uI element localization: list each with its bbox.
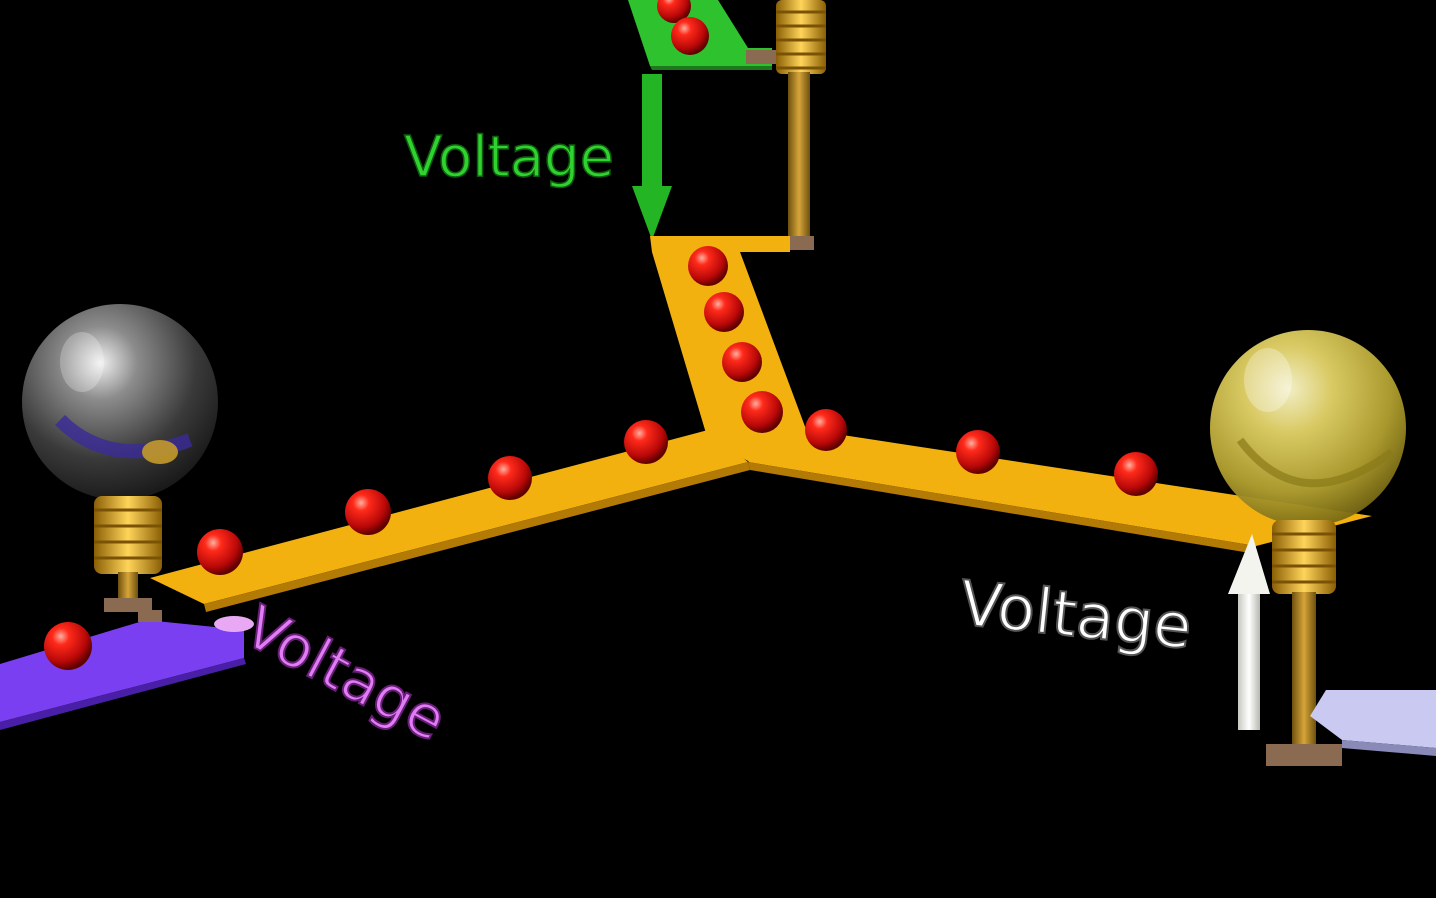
electron — [657, 0, 691, 23]
electron — [688, 246, 728, 286]
white-voltage-arrow — [1228, 534, 1270, 730]
purple-wire — [0, 610, 254, 730]
electrons — [197, 246, 1158, 575]
green-voltage-label: Voltage — [404, 125, 614, 190]
green-voltage-arrow — [632, 74, 672, 240]
top-green-wire — [628, 0, 772, 70]
electron — [1114, 452, 1158, 496]
light-bulb-on-icon — [1210, 330, 1406, 766]
electron — [722, 342, 762, 382]
electron — [624, 420, 668, 464]
electron — [44, 622, 92, 670]
electron — [741, 391, 783, 433]
electron — [345, 489, 391, 535]
light-bulb-off-icon — [22, 304, 218, 612]
purple-voltage-label: Voltage — [233, 592, 457, 754]
electron — [956, 430, 1000, 474]
electron — [805, 409, 847, 451]
electron — [488, 456, 532, 500]
lavender-wire — [1310, 690, 1436, 756]
electron — [704, 292, 744, 332]
top-bulb-socket — [746, 0, 826, 250]
white-voltage-label: Voltage — [956, 566, 1195, 663]
electron — [197, 529, 243, 575]
electron — [671, 17, 709, 55]
